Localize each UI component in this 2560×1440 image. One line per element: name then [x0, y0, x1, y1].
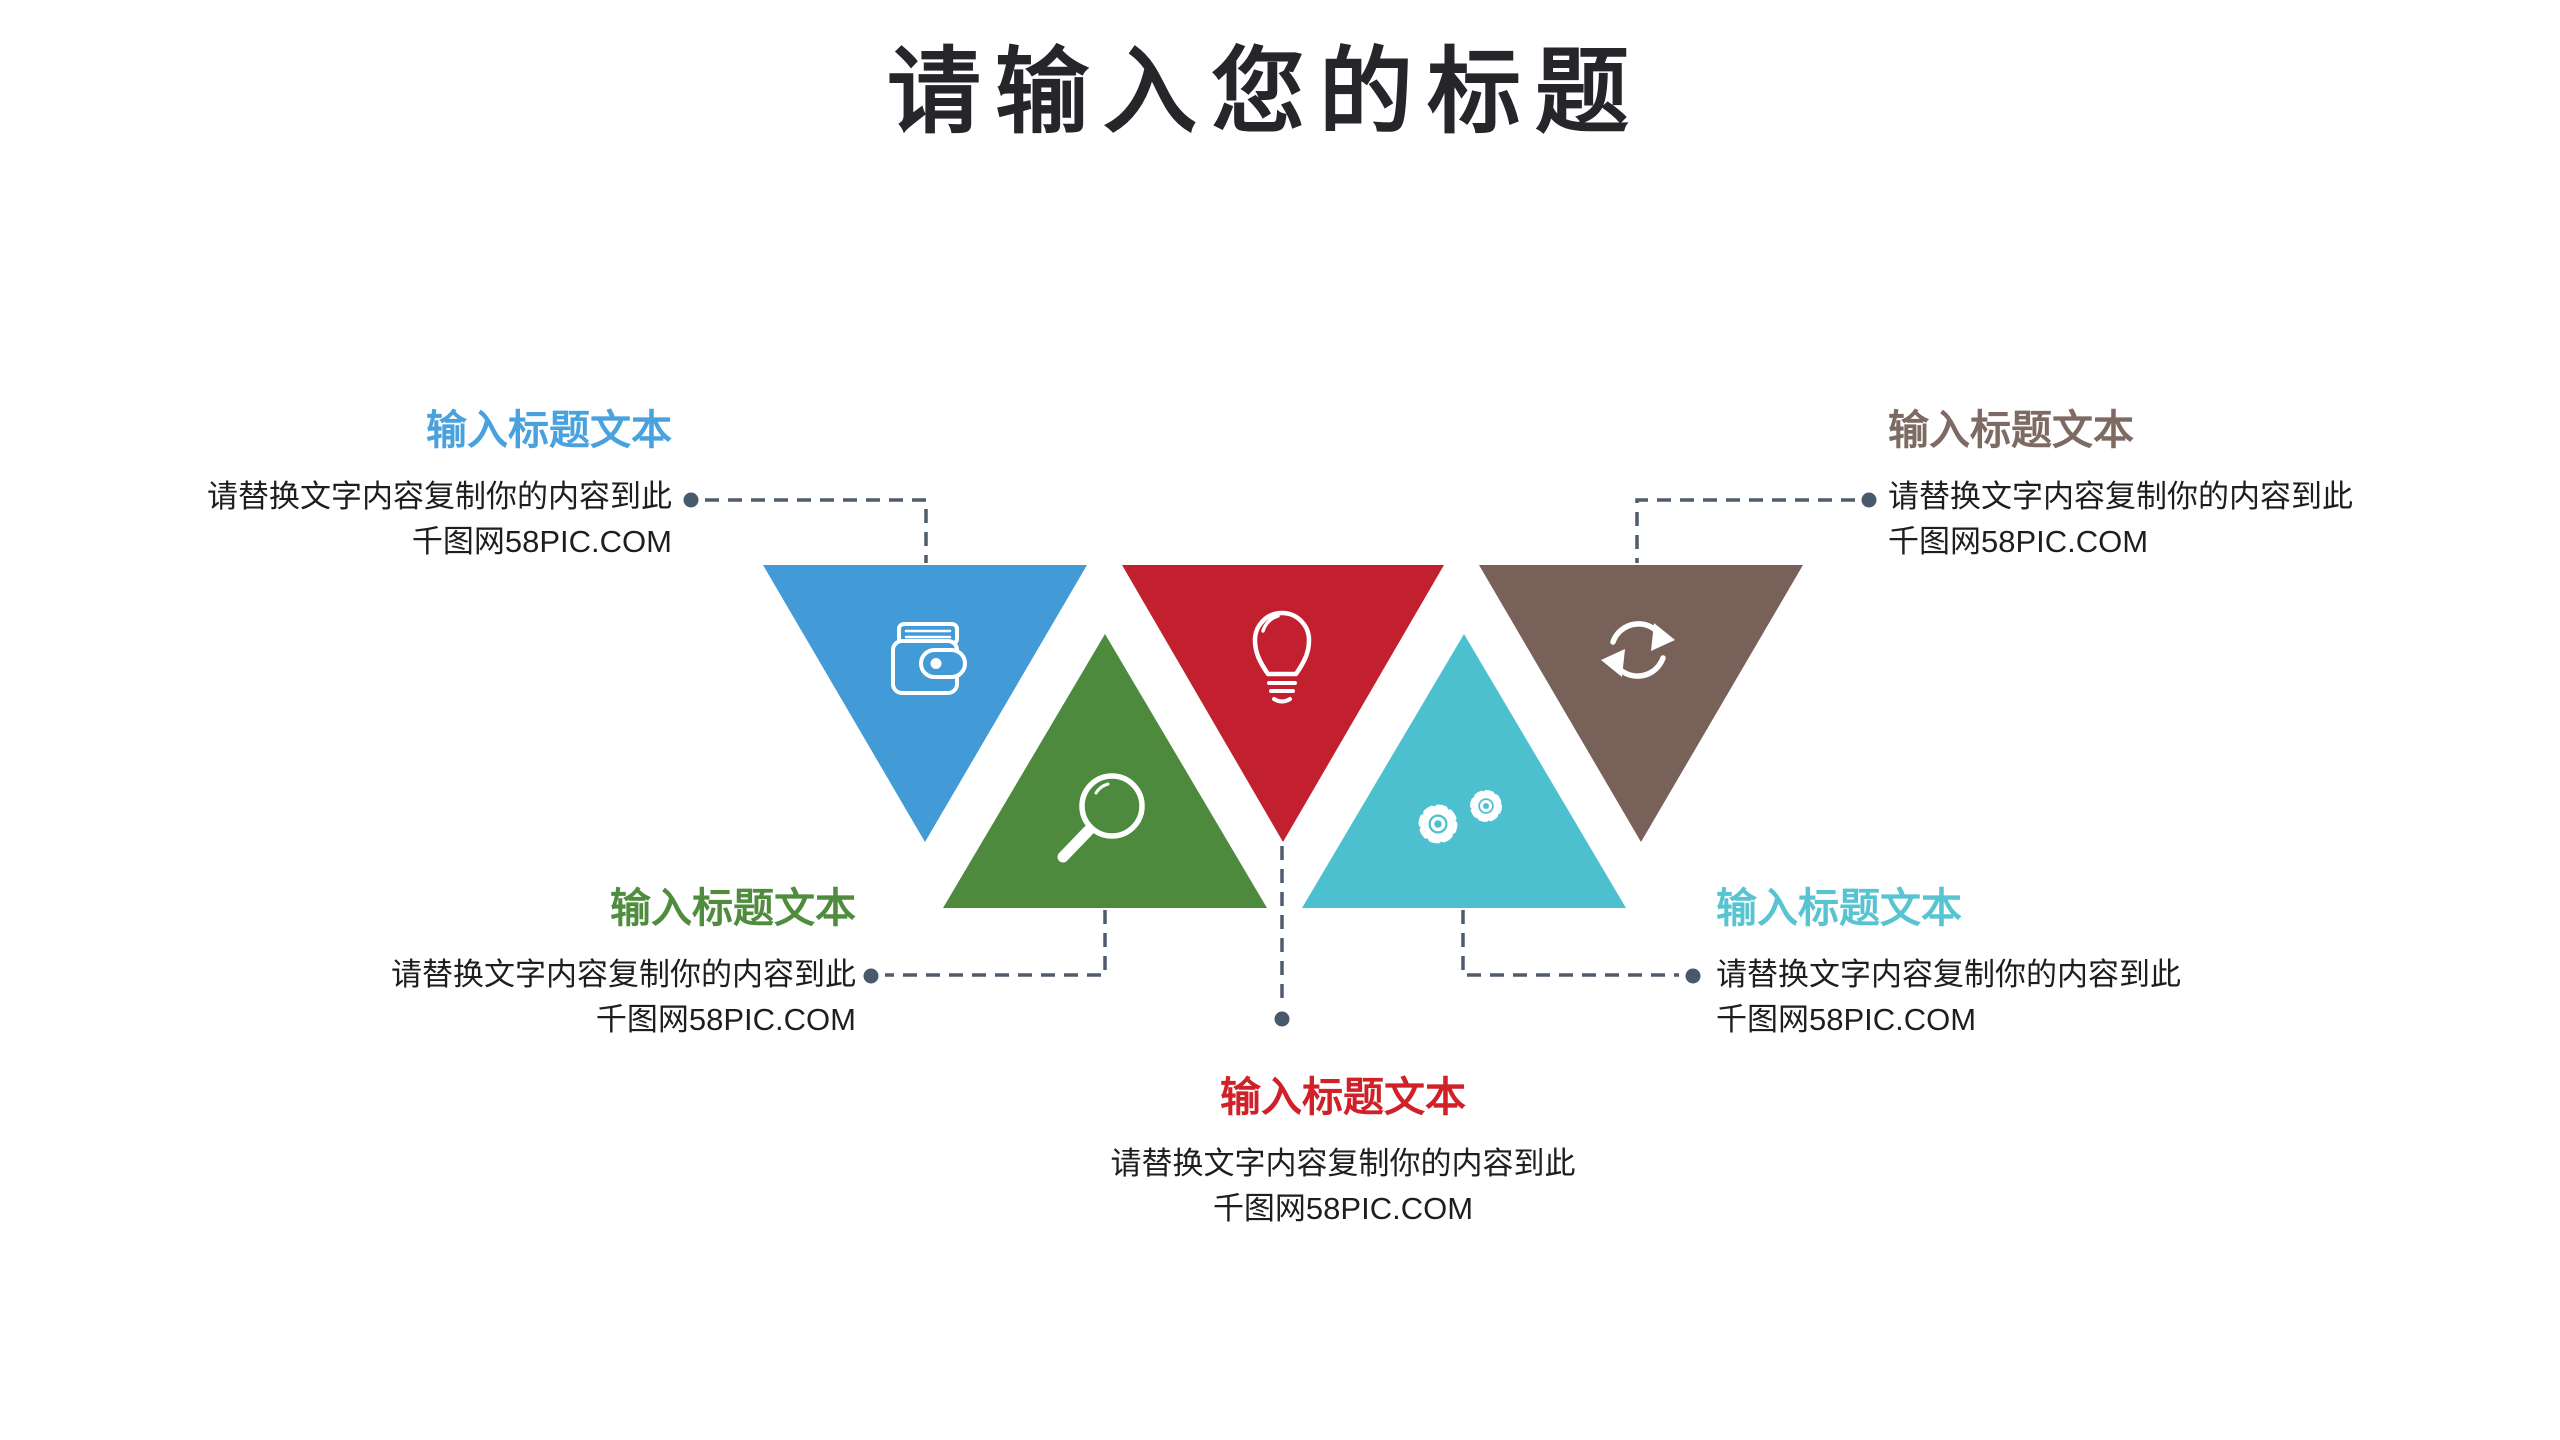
text-block-sync[interactable]: 输入标题文本 请替换文字内容复制你的内容到此 千图网58PIC.COM — [1888, 404, 2353, 564]
triangle-idea[interactable] — [1122, 565, 1444, 842]
page-title[interactable]: 请输入您的标题 — [886, 37, 1643, 147]
item-body-line-2: 千图网58PIC.COM — [1888, 524, 2149, 559]
item-body-line-2: 千图网58PIC.COM — [1212, 1191, 1474, 1226]
item-body-line-2: 千图网58PIC.COM — [411, 524, 672, 559]
item-body-line-1: 请替换文字内容复制你的内容到此 — [391, 957, 856, 992]
item-heading: 输入标题文本 — [610, 885, 856, 931]
item-heading: 输入标题文本 — [1716, 885, 1962, 931]
item-body-line-2: 千图网58PIC.COM — [595, 1002, 856, 1037]
gears-icon — [1418, 790, 1502, 844]
wallet-icon — [891, 622, 967, 695]
connector-dot-settings — [1685, 968, 1701, 984]
triangle-search[interactable] — [943, 634, 1267, 908]
text-block-wallet[interactable]: 输入标题文本 请替换文字内容复制你的内容到此 千图网58PIC.COM — [207, 404, 672, 564]
item-body-line-1: 请替换文字内容复制你的内容到此 — [1888, 479, 2353, 514]
item-heading: 输入标题文本 — [1220, 1074, 1466, 1120]
connector-dot-idea — [1274, 1011, 1290, 1027]
item-body-line-1: 请替换文字内容复制你的内容到此 — [207, 479, 672, 514]
item-heading: 输入标题文本 — [426, 407, 672, 453]
triangle-wallet[interactable] — [763, 565, 1087, 842]
item-body-line-1: 请替换文字内容复制你的内容到此 — [1110, 1146, 1576, 1181]
triangle-settings[interactable] — [1302, 634, 1626, 908]
item-body-line-1: 请替换文字内容复制你的内容到此 — [1716, 957, 2181, 992]
connector-dot-wallet — [683, 492, 699, 508]
connector-lines — [705, 498, 1855, 1006]
text-block-settings[interactable]: 输入标题文本 请替换文字内容复制你的内容到此 千图网58PIC.COM — [1716, 882, 2181, 1042]
connector-settings — [1461, 910, 1679, 977]
connector-sync — [1635, 498, 1855, 563]
text-block-idea[interactable]: 输入标题文本 请替换文字内容复制你的内容到此 千图网58PIC.COM — [1111, 1071, 1576, 1231]
triangle-sync[interactable] — [1479, 565, 1803, 842]
sync-icon — [1601, 621, 1675, 679]
connector-search — [885, 910, 1107, 977]
connector-dot-sync — [1861, 492, 1877, 508]
text-block-search[interactable]: 输入标题文本 请替换文字内容复制你的内容到此 千图网58PIC.COM — [391, 882, 856, 1042]
connector-wallet — [705, 498, 928, 563]
item-heading: 输入标题文本 — [1888, 407, 2134, 453]
connector-dot-search — [863, 968, 879, 984]
connector-dots — [683, 492, 1877, 1027]
lightbulb-icon — [1252, 610, 1312, 704]
item-body-line-2: 千图网58PIC.COM — [1716, 1002, 1977, 1037]
search-icon — [1057, 773, 1145, 863]
